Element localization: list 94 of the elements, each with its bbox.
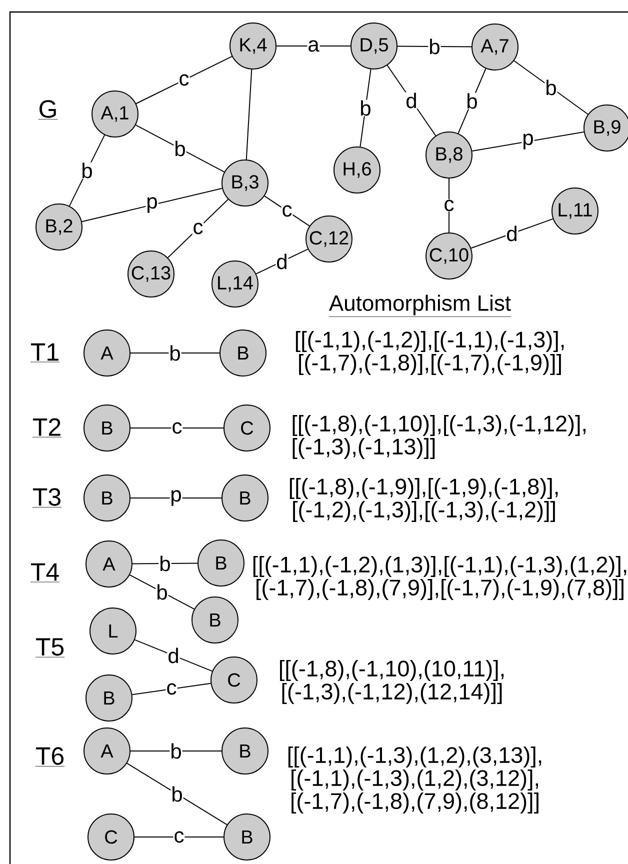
edge-label: a (307, 40, 320, 52)
automorphism-list: [[(-1,1),(-1,2),(1,3)],[(-1,1),(-1,3),(1,2)], [(-1,7),(-1,8),(7,9)],[(-1,7),(-1,9),(7,8)]] (253, 556, 626, 600)
graph-node: B (222, 474, 268, 522)
edge-line (132, 562, 198, 564)
edge-label: b (158, 555, 172, 572)
graph-node: K,4 (230, 22, 276, 70)
graph-name: T5 (35, 638, 65, 658)
edge-label: p (146, 196, 158, 214)
edge-line (264, 196, 310, 226)
graph-node: B (198, 540, 244, 586)
edge-line (136, 56, 232, 104)
edge-label: d (167, 647, 180, 664)
graph-node: H,6 (334, 146, 380, 194)
edge-label: c (171, 422, 183, 434)
graph-node: C (88, 814, 134, 860)
edge-line (132, 682, 212, 696)
graph-node: A (84, 330, 130, 376)
edge-line (134, 836, 224, 838)
edge-label: d (405, 92, 418, 109)
graph-node: B (84, 474, 130, 522)
edge-line (167, 198, 229, 258)
edge-label: b (466, 92, 478, 110)
edge-line (81, 188, 223, 222)
edge-line (470, 218, 554, 249)
graph-node: B (86, 674, 132, 722)
edge-label: b (80, 162, 94, 179)
graph-node: B (222, 728, 268, 774)
graph-name: T6 (35, 747, 65, 766)
edge-line (246, 68, 252, 160)
edge-line (126, 762, 228, 826)
edge-line (386, 64, 436, 136)
edge-line (129, 574, 195, 610)
graph-node: L,11 (552, 188, 598, 234)
automorphism-list: [[(-1,1),(-1,2)],[(-1,1),(-1,3)], [(-1,7),(-1,8)],[(-1,7),(-1,9)]] (296, 331, 564, 375)
edge-label: p (170, 490, 182, 506)
graph-node: C (224, 404, 270, 452)
edge-line (256, 248, 308, 274)
edge-label: c (166, 682, 178, 696)
graph-node: C (210, 656, 258, 704)
graph-node: B (224, 814, 270, 860)
edge-label: b (174, 140, 186, 157)
edge-label: c (192, 222, 204, 235)
graph-name: G (38, 100, 58, 120)
edge-label: b (428, 38, 441, 55)
graph-node: B (192, 596, 238, 644)
automorphism-list: [[(-1,8),(-1,10)],[(-1,3),(-1,12)], [(-1,3),(-1,13)]] (292, 415, 586, 459)
edge-label: b (170, 742, 182, 760)
edge-label: b (359, 100, 372, 116)
graph-node: B,3 (222, 160, 268, 206)
graph-node: L,14 (212, 260, 258, 308)
edge-label: d (506, 225, 518, 242)
graph-node: C,12 (306, 216, 352, 262)
edge-label: c (178, 74, 190, 86)
automorphism-list: [[(-1,8),(-1,9)],[(-1,9),(-1,8)], [(-1,2),(-1,3)],[(-1,3),(-1,2)]] (290, 478, 558, 522)
edge-line (360, 68, 372, 148)
edge-line (458, 68, 486, 134)
graph-node: D,5 (350, 22, 398, 70)
edge-label: c (173, 830, 185, 844)
edge-label: d (276, 253, 288, 270)
edge-label: b (156, 584, 168, 600)
edge-label: b (170, 786, 184, 802)
graph-node: B,2 (36, 204, 82, 250)
edge-label: p (522, 133, 534, 150)
edge-line (130, 750, 222, 752)
edge-label: c (281, 204, 293, 218)
graph-name: T3 (32, 488, 62, 508)
edge-line (134, 639, 213, 672)
graph-node: A (86, 540, 132, 588)
edge-label: b (168, 344, 182, 362)
graph-node: B,9 (584, 104, 628, 152)
edge-line (135, 124, 225, 172)
graph-node: A (84, 728, 130, 774)
edge-label: c (443, 199, 455, 212)
edge-line (68, 134, 106, 206)
graph-name: T2 (32, 418, 62, 438)
graph-node: L (90, 608, 136, 654)
graph-node: B (84, 404, 130, 452)
edge-line (514, 60, 588, 115)
automorphism-list: [[(-1,8),(-1,10),(10,11)], [(-1,3),(-1,12),(12,14)]] (280, 660, 504, 704)
graph-node: C,10 (426, 232, 472, 280)
graph-node: A,7 (472, 24, 518, 70)
edge-line (472, 131, 584, 152)
graph-node: B,8 (426, 132, 472, 178)
edge-line (397, 46, 472, 48)
graph-node: B (220, 330, 266, 376)
edge-line (130, 352, 220, 354)
graph-name: T4 (30, 563, 60, 582)
list-heading: Automorphism List (328, 294, 512, 317)
automorphism-list: [[(-1,1),(-1,3),(1,2),(3,13)], [(-1,1),(-1,3),(1,2),(3,12)], [(-1,7),(-1,8),(7,9),(8,12)]] (288, 746, 542, 814)
graph-node: A,1 (92, 90, 138, 138)
graph-node: C,13 (128, 250, 174, 298)
graph-name: T1 (30, 343, 60, 362)
edge-label: b (544, 79, 558, 96)
edge-line (448, 178, 450, 233)
